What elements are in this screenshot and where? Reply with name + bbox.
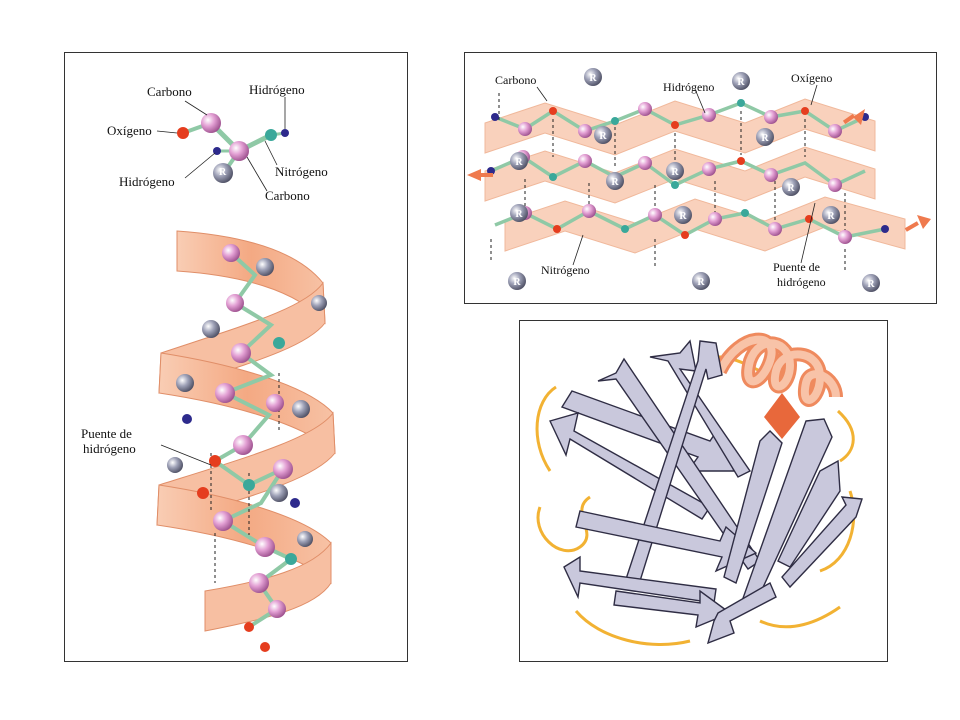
label-nitrogeno: Nitrógeno <box>275 164 328 179</box>
r-groups <box>508 68 880 292</box>
r-group-label: R <box>697 277 705 288</box>
label-oxigeno: Oxígeno <box>791 71 833 85</box>
label-hbond-line1: Puente de <box>773 260 820 274</box>
hydrogen-atom <box>281 129 289 137</box>
residue-diagram <box>156 97 289 192</box>
r-group-label: R <box>515 209 523 220</box>
r-group-label: R <box>513 277 521 288</box>
r-group <box>213 163 233 183</box>
label-hidrogeno-top: Hidrógeno <box>249 82 305 97</box>
helix-backbone <box>167 244 327 652</box>
sheet-leader-lines <box>536 84 818 266</box>
protein-fold-panel <box>519 320 888 662</box>
oxygen-atom <box>177 127 189 139</box>
beta-strands <box>549 339 863 645</box>
carbon-atom <box>229 141 249 161</box>
r-group-label: R <box>761 133 769 144</box>
r-group-label: R <box>787 183 795 194</box>
r-group-label: R <box>737 77 745 88</box>
beta-sheet-illustration: R R R R R R R R R R R R R R <box>467 68 931 292</box>
r-group-label: R <box>515 157 523 168</box>
label-hbond-line1: Puente de <box>81 426 132 441</box>
label-hbond-line2: hidrógeno <box>83 441 136 456</box>
nitrogen-atom <box>265 129 277 141</box>
label-carbono-top: Carbono <box>147 84 192 99</box>
label-carbono: Carbono <box>495 73 537 87</box>
r-group-label: R <box>589 73 597 84</box>
protein-fold-illustration <box>535 332 863 646</box>
label-r-group: R <box>219 167 227 178</box>
alpha-helix-panel: Carbono Hidrógeno Oxígeno Nitrógeno Hidr… <box>64 52 408 662</box>
label-carbono-bottom: Carbono <box>265 188 310 203</box>
r-group-label: R <box>679 211 687 222</box>
direction-arrows <box>467 109 931 232</box>
r-group-label: R <box>867 279 875 290</box>
r-group-label: R <box>671 167 679 178</box>
label-hidrogeno-left: Hidrógeno <box>119 174 175 189</box>
label-oxigeno: Oxígeno <box>107 123 152 138</box>
sheet-hbonds <box>490 93 846 273</box>
label-hidrogeno: Hidrógeno <box>663 80 715 94</box>
helix-ribbon <box>713 332 843 439</box>
r-group-label: R <box>827 211 835 222</box>
label-nitrogeno: Nitrógeno <box>541 263 590 277</box>
r-group-label: R <box>611 177 619 188</box>
carbon-atom <box>201 113 221 133</box>
beta-sheet-panel: R R R R R R R R R R R R R R Carbono Hidrógeno Oxígeno… <box>464 52 937 304</box>
r-group-label: R <box>599 131 607 142</box>
label-hbond-line2: hidrógeno <box>777 275 826 289</box>
alpha-helix-illustration <box>156 97 336 652</box>
